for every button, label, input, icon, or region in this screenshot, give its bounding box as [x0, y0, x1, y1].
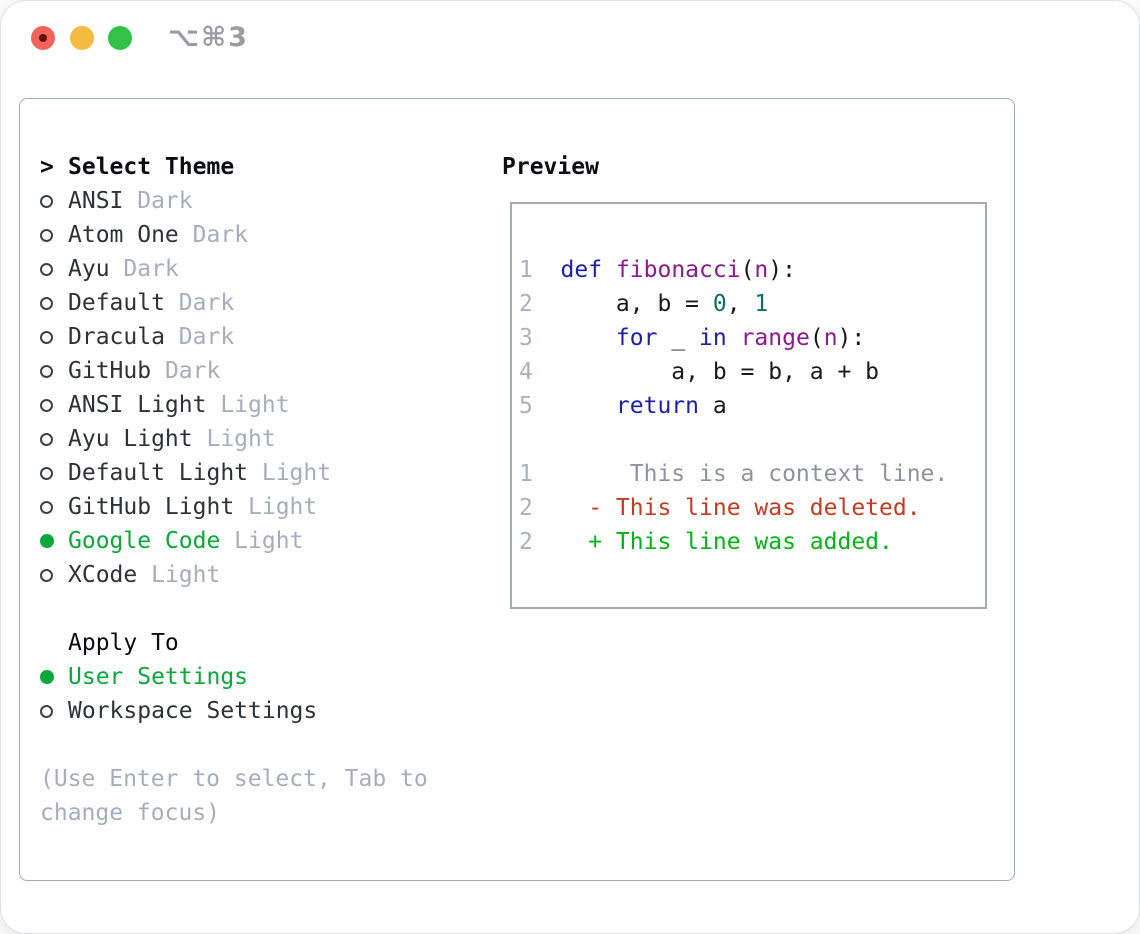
- theme-option-github[interactable]: GitHub Dark: [40, 354, 480, 388]
- select-theme-label: Select Theme: [68, 154, 235, 180]
- theme-option-label: XCode: [68, 562, 138, 588]
- theme-option-google-code[interactable]: Google Code Light: [40, 524, 480, 558]
- radio-icon: [40, 296, 53, 310]
- line-number: 1: [519, 461, 533, 487]
- theme-option-label: Atom One: [68, 222, 179, 248]
- code-line-8: 2 - This line was deleted.: [512, 491, 985, 525]
- theme-option-label: GitHub Light: [68, 494, 235, 520]
- radio-icon: [40, 398, 53, 412]
- theme-variant-tag: Light: [192, 426, 276, 452]
- line-number: 1: [519, 257, 533, 283]
- apply-to-label: Apply To: [68, 630, 179, 656]
- spacer: [40, 592, 480, 626]
- theme-variant-tag: Light: [137, 562, 221, 588]
- theme-variant-tag: Light: [234, 494, 318, 520]
- selection-cursor-icon: >: [40, 154, 54, 180]
- theme-option-label: ANSI: [68, 188, 124, 214]
- theme-variant-tag: Dark: [109, 256, 179, 282]
- theme-variant-tag: Light: [220, 528, 304, 554]
- radio-icon: [40, 262, 53, 276]
- theme-option-xcode[interactable]: XCode Light: [40, 558, 480, 592]
- theme-option-ansi[interactable]: ANSI Dark: [40, 184, 480, 218]
- theme-option-dracula[interactable]: Dracula Dark: [40, 320, 480, 354]
- theme-option-ayu-light[interactable]: Ayu Light Light: [40, 422, 480, 456]
- theme-option-ayu[interactable]: Ayu Dark: [40, 252, 480, 286]
- theme-option-atom-one[interactable]: Atom One Dark: [40, 218, 480, 252]
- radio-icon: [40, 432, 53, 446]
- code-line-2: 2 a, b = 0, 1: [512, 287, 985, 321]
- apply-option-label: Workspace Settings: [68, 698, 318, 724]
- theme-option-label: Google Code: [68, 528, 221, 554]
- spacer: [40, 728, 480, 762]
- theme-option-label: Ayu Light: [68, 426, 193, 452]
- theme-option-label: GitHub: [68, 358, 152, 384]
- minimize-button-icon[interactable]: [70, 26, 94, 50]
- line-number: 2: [519, 291, 533, 317]
- theme-option-label: Ayu: [68, 256, 110, 282]
- window-title: ⌥⌘3: [168, 22, 249, 53]
- code-line-7: 1 This is a context line.: [512, 457, 985, 491]
- line-number: 2: [519, 495, 533, 521]
- radio-selected-icon: [40, 534, 54, 548]
- radio-icon: [40, 228, 53, 242]
- radio-icon: [40, 704, 53, 718]
- theme-option-github-light[interactable]: GitHub Light Light: [40, 490, 480, 524]
- radio-icon: [40, 568, 53, 582]
- theme-variant-tag: Light: [248, 460, 332, 486]
- theme-variant-tag: Dark: [123, 188, 193, 214]
- theme-variant-tag: Dark: [164, 324, 235, 350]
- radio-selected-icon: [40, 670, 54, 684]
- theme-option-label: Dracula: [68, 324, 165, 350]
- close-button-icon[interactable]: [31, 26, 55, 50]
- theme-option-default-light[interactable]: Default Light Light: [40, 456, 480, 490]
- line-number: 3: [519, 325, 533, 351]
- theme-option-ansi-light[interactable]: ANSI Light Light: [40, 388, 480, 422]
- line-number: 5: [519, 393, 533, 419]
- zoom-button-icon[interactable]: [108, 26, 132, 50]
- radio-icon: [40, 364, 53, 378]
- radio-icon: [40, 466, 53, 480]
- titlebar: ⌥⌘3: [1, 1, 1139, 73]
- code-line-5: 5 return a: [512, 389, 985, 423]
- theme-variant-tag: Dark: [151, 358, 221, 384]
- help-text-line-1: (Use Enter to select, Tab to: [40, 766, 428, 792]
- theme-variant-tag: Dark: [178, 222, 249, 248]
- apply-option-label: User Settings: [68, 664, 249, 690]
- apply-option-user-settings[interactable]: User Settings: [40, 660, 480, 694]
- code-line-9: 2 + This line was added.: [512, 525, 985, 559]
- code-line-6: [512, 423, 985, 457]
- code-line-3: 3 for _ in range(n):: [512, 321, 985, 355]
- line-number: 2: [519, 529, 533, 555]
- radio-icon: [40, 500, 53, 514]
- theme-variant-tag: Light: [206, 392, 290, 418]
- preview-title: Preview: [502, 154, 599, 180]
- code-line-4: 4 a, b = b, a + b: [512, 355, 985, 389]
- select-theme-header: > Select Theme: [40, 150, 480, 184]
- theme-variant-tag: Dark: [164, 290, 235, 316]
- apply-option-workspace-settings[interactable]: Workspace Settings: [40, 694, 480, 728]
- apply-to-header: Apply To: [40, 626, 480, 660]
- radio-icon: [40, 194, 53, 208]
- line-number: 4: [519, 359, 533, 385]
- theme-option-label: ANSI Light: [68, 392, 207, 418]
- theme-option-default[interactable]: Default Dark: [40, 286, 480, 320]
- theme-option-label: Default: [68, 290, 165, 316]
- help-text-line-2: change focus): [40, 800, 221, 826]
- theme-option-label: Default Light: [68, 460, 249, 486]
- radio-icon: [40, 330, 53, 344]
